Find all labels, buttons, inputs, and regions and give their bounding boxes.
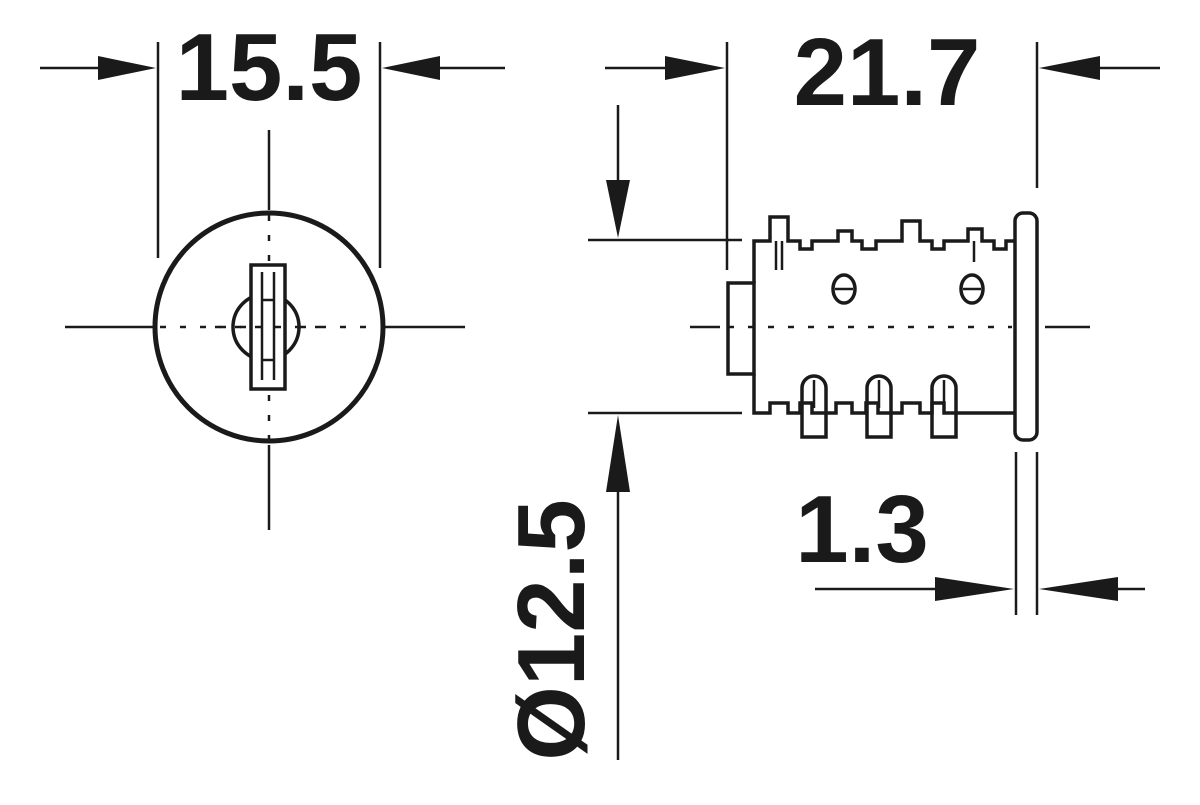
front-width-label: 15.5 [176, 14, 363, 121]
front-width-dimension-line [40, 56, 505, 80]
flange-thickness-label: 1.3 [795, 476, 928, 583]
side-length-dimension-line [605, 56, 1160, 80]
side-view: 21.7 Ø12.5 1.3 [498, 19, 1160, 761]
diameter-label: Ø12.5 [498, 499, 605, 761]
front-view: 15.5 [40, 14, 505, 530]
diameter-dimension-line [606, 105, 630, 760]
lock-cylinder-side-view-icon [690, 211, 1090, 442]
flange-dimension-line [815, 577, 1145, 601]
side-length-label: 21.7 [794, 19, 981, 126]
lock-cylinder-front-view-icon [65, 130, 465, 530]
